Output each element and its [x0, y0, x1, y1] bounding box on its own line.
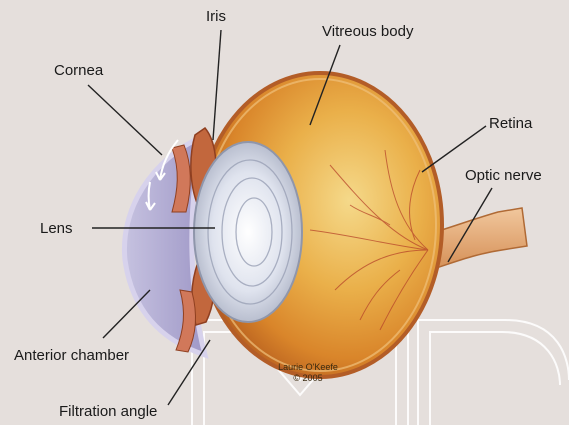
lens-label: Lens	[40, 221, 73, 236]
optic-nerve-label: Optic nerve	[465, 168, 542, 183]
iris-label: Iris	[206, 9, 226, 24]
credit-year: © 2005	[268, 373, 348, 384]
vitreous-body-label: Vitreous body	[322, 24, 413, 39]
cornea-label: Cornea	[54, 63, 103, 78]
credit-author: Laurie O'Keefe	[268, 362, 348, 373]
anterior-chamber-label: Anterior chamber	[14, 348, 129, 363]
artist-credit: Laurie O'Keefe © 2005	[268, 362, 348, 385]
retina-label: Retina	[489, 116, 532, 131]
lens	[194, 142, 302, 322]
filtration-angle-label: Filtration angle	[59, 404, 157, 419]
